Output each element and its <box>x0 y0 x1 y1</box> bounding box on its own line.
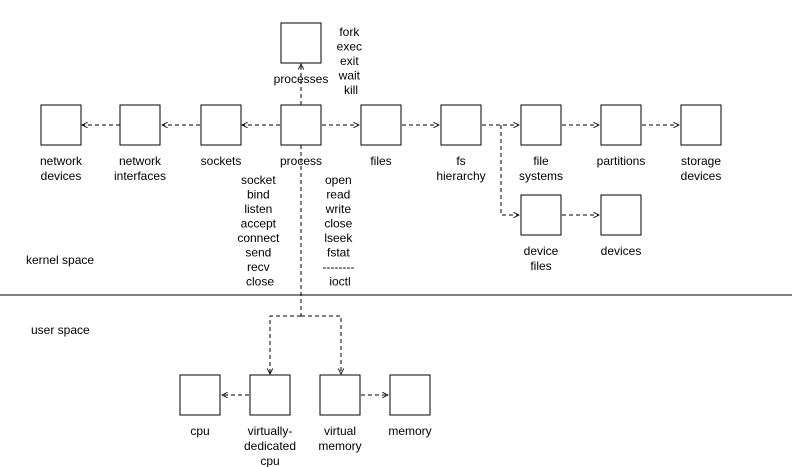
device-files-box <box>520 194 562 236</box>
processes-label: processes <box>274 72 329 86</box>
edge-trunk-to-virtual-memory <box>301 315 341 374</box>
user-space-label: user space <box>31 323 90 337</box>
devices-box <box>600 194 642 236</box>
files-box <box>360 104 402 146</box>
process-control-calls: fork exec exit wait kill <box>337 25 366 97</box>
files-label: files <box>370 154 391 168</box>
cpu-box <box>179 374 221 416</box>
virtually-dedicated-cpu-box <box>249 374 291 416</box>
socket-calls: socket bind listen accept connect send r… <box>237 173 282 289</box>
file-systems-box <box>520 104 562 146</box>
file-calls: open read write close lseek fstat ------… <box>322 173 357 289</box>
edge-trunk-to-virtually-dedicated-cpu <box>270 315 301 374</box>
processes-box <box>280 22 322 64</box>
kernel-space-label: kernel space <box>26 253 94 267</box>
memory-label: memory <box>388 424 431 438</box>
process-label: process <box>280 154 322 168</box>
sockets-label: sockets <box>201 154 242 168</box>
fs-hierarchy-box <box>440 104 482 146</box>
devices-label: devices <box>601 244 642 258</box>
memory-box <box>389 374 431 416</box>
network-interfaces-box <box>119 104 161 146</box>
partitions-label: partitions <box>597 154 646 168</box>
cpu-label: cpu <box>190 424 209 438</box>
storage-devices-box <box>680 104 722 146</box>
edge-fs-hierarchy-to-device-files <box>500 125 519 215</box>
sockets-box <box>200 104 242 146</box>
process-box <box>280 104 322 146</box>
partitions-box <box>600 104 642 146</box>
network-devices-box <box>40 104 82 146</box>
virtual-memory-box <box>319 374 361 416</box>
